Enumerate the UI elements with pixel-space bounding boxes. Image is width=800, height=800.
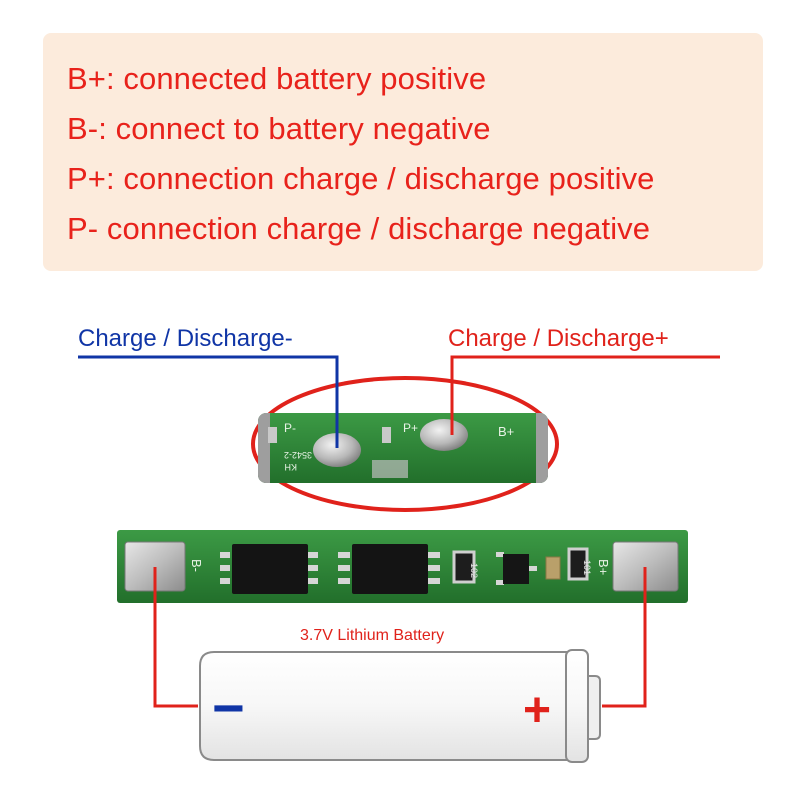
zoom-board-code: 3542-2	[284, 450, 312, 460]
b-plus-marking: B+	[596, 559, 611, 575]
battery: − +	[199, 649, 601, 763]
svg-text:101: 101	[582, 560, 592, 575]
negative-leader-line	[78, 355, 339, 448]
legend-p-minus: P- connection charge / discharge negativ…	[67, 211, 651, 246]
positive-leader-line	[450, 355, 720, 435]
legend-p-plus: P+: connection charge / discharge positi…	[67, 161, 655, 196]
zoom-ellipse	[251, 376, 559, 512]
zoom-p-marking: P-	[284, 421, 296, 435]
legend-b-plus: B+: connected battery positive	[67, 61, 487, 96]
zoom-trace	[372, 460, 408, 478]
battery-positive-terminal	[587, 675, 601, 740]
charge-discharge-negative-label: Charge / Discharge-	[78, 325, 293, 352]
capacitor	[545, 556, 561, 580]
mosfet-ic-2	[338, 544, 440, 594]
zoom-view: P- P+ B+ KH 3542-2	[251, 376, 559, 512]
resistor-101: 101	[567, 547, 592, 581]
b-minus-marking: B-	[189, 559, 204, 572]
battery-cap-ring	[565, 649, 589, 763]
protection-board: B- B+ 102	[117, 530, 688, 603]
legend-box: B+: connected battery positive B-: conne…	[43, 33, 763, 271]
battery-negative-symbol: −	[212, 676, 245, 739]
zoom-small-pad-1	[268, 427, 277, 443]
battery-positive-symbol: +	[523, 684, 551, 737]
p-plus-solder-pad	[420, 419, 468, 451]
zoom-p-plus-marking: P+	[403, 421, 418, 435]
zoom-small-pad-2	[382, 427, 391, 443]
zoom-edge-pad-left	[258, 413, 270, 483]
battery-body	[199, 651, 576, 761]
b-minus-wire	[153, 567, 198, 708]
p-minus-solder-pad	[313, 433, 361, 467]
mosfet-ic-1	[220, 544, 318, 594]
transistor	[496, 552, 537, 585]
b-plus-wire	[602, 567, 647, 708]
zoom-kh-marking: KH	[284, 462, 297, 472]
resistor-102: 102	[452, 550, 479, 584]
zoom-edge-pad-right	[536, 413, 548, 483]
charge-discharge-positive-label: Charge / Discharge+	[448, 325, 669, 352]
legend-b-minus: B-: connect to battery negative	[67, 111, 491, 146]
battery-label: 3.7V Lithium Battery	[300, 627, 445, 644]
svg-text:102: 102	[469, 563, 479, 578]
zoom-b-plus-marking: B+	[498, 424, 514, 439]
